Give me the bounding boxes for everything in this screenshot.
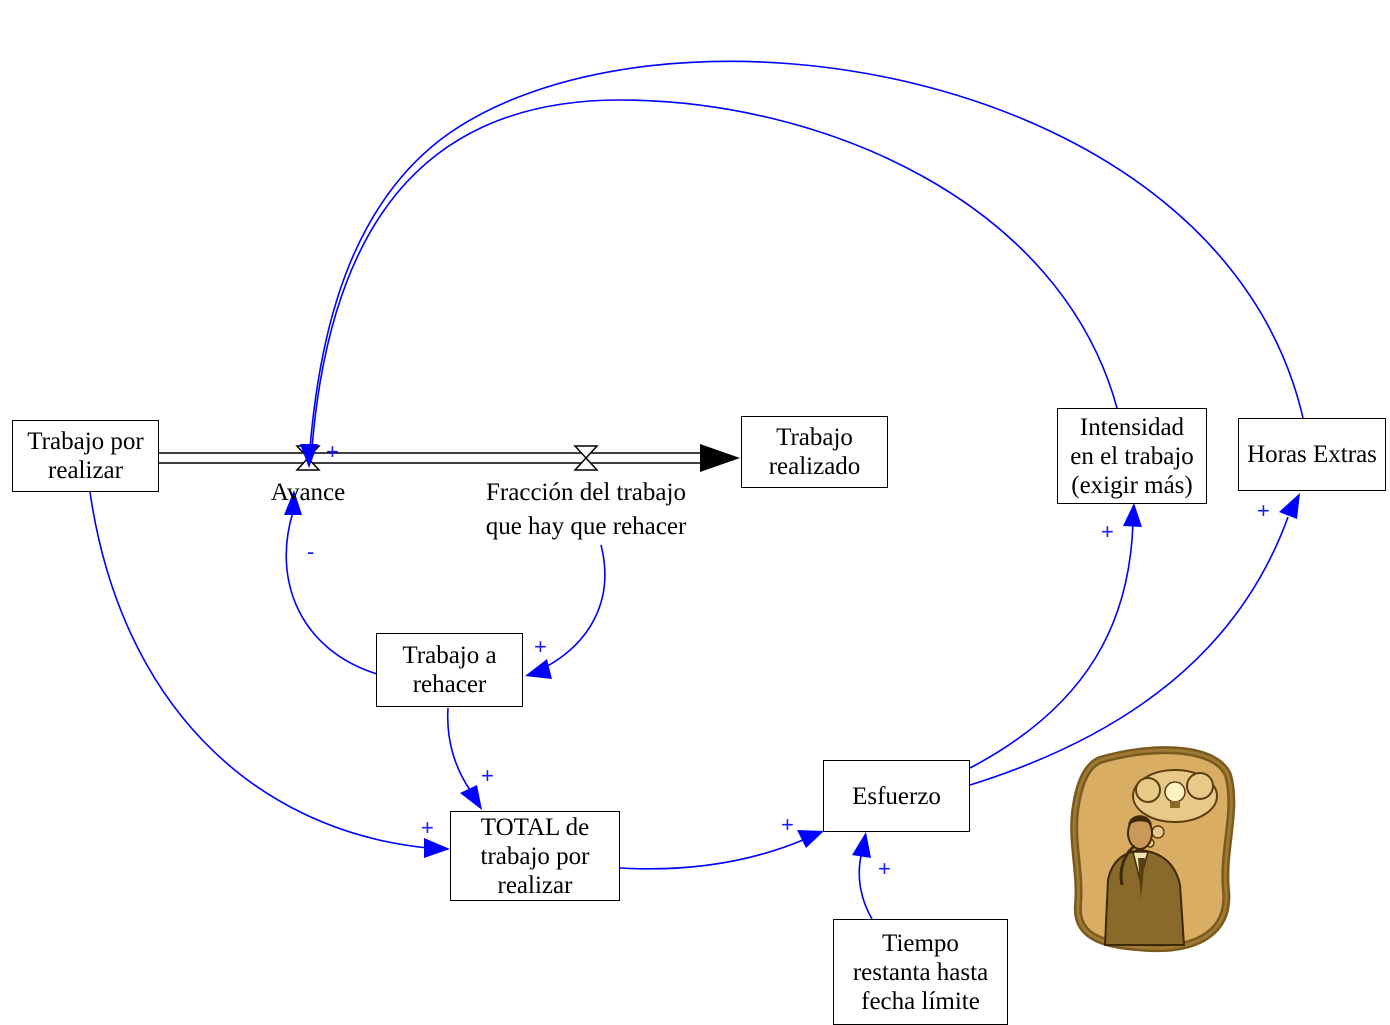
link-esfuerzo-to-horas	[969, 516, 1289, 786]
stock-label: Trabajo por realizar	[27, 428, 144, 484]
variable-label: Tiempo restanta hasta fecha límite	[852, 929, 989, 1015]
stock-trabajo-por-realizar[interactable]: Trabajo por realizar	[12, 420, 159, 492]
polarity-avance-minus: -	[307, 539, 315, 564]
variable-label: Horas Extras	[1247, 441, 1377, 468]
flow-arrowhead	[700, 444, 740, 472]
variable-intensidad[interactable]: Intensidad en el trabajo (exigir más)	[1057, 408, 1207, 504]
fraccion-valve	[573, 445, 599, 471]
polarity-intensidad-plus: +	[1101, 519, 1114, 544]
thinking-man-lightbulb-icon	[1070, 746, 1236, 953]
polarity-esfuerzo-from-tiempo: +	[878, 856, 891, 881]
link-trabajo-to-total	[89, 491, 429, 849]
flow-pipe	[159, 444, 740, 472]
variable-total-trabajo[interactable]: TOTAL de trabajo por realizar	[450, 811, 620, 901]
variable-label: TOTAL de trabajo por realizar	[480, 813, 590, 899]
link-esfuerzo-to-intensidad	[969, 521, 1134, 769]
stock-trabajo-realizado[interactable]: Trabajo realizado	[741, 416, 888, 488]
link-horas-to-avance	[309, 60, 1304, 449]
flow-label-avance: Avance	[270, 479, 346, 506]
arrowhead-avance	[300, 444, 318, 468]
link-total-to-esfuerzo	[619, 839, 804, 870]
variable-horas-extras[interactable]: Horas Extras	[1238, 418, 1386, 491]
polarity-avance-plus: +	[326, 439, 339, 464]
flow-label-fraccion: Fracción del trabajo que hay que rehacer	[485, 479, 687, 540]
link-tiempo-to-esfuerzo	[858, 851, 873, 920]
variable-tiempo-restante[interactable]: Tiempo restanta hasta fecha límite	[833, 919, 1008, 1025]
polarity-horas-plus: +	[1257, 498, 1270, 523]
causal-links	[89, 60, 1304, 920]
link-fraccion-to-rehacer	[539, 544, 606, 671]
link-rehacer-to-total	[446, 707, 471, 791]
stock-label: Trabajo realizado	[768, 424, 861, 480]
polarity-total-from-trabajo: +	[421, 815, 434, 840]
variable-trabajo-a-rehacer[interactable]: Trabajo a rehacer	[376, 633, 523, 707]
link-rehacer-to-avance	[285, 511, 378, 675]
variable-esfuerzo[interactable]: Esfuerzo	[823, 760, 970, 832]
polarity-rehacer-plus: +	[534, 634, 547, 659]
polarity-esfuerzo-from-total: +	[781, 812, 794, 837]
variable-label: Trabajo a rehacer	[402, 642, 497, 698]
variable-label: Intensidad en el trabajo (exigir más)	[1070, 413, 1194, 499]
link-intensidad-to-avance	[311, 99, 1118, 449]
polarity-total-from-rehacer: +	[481, 763, 494, 788]
variable-label: Esfuerzo	[852, 782, 941, 810]
